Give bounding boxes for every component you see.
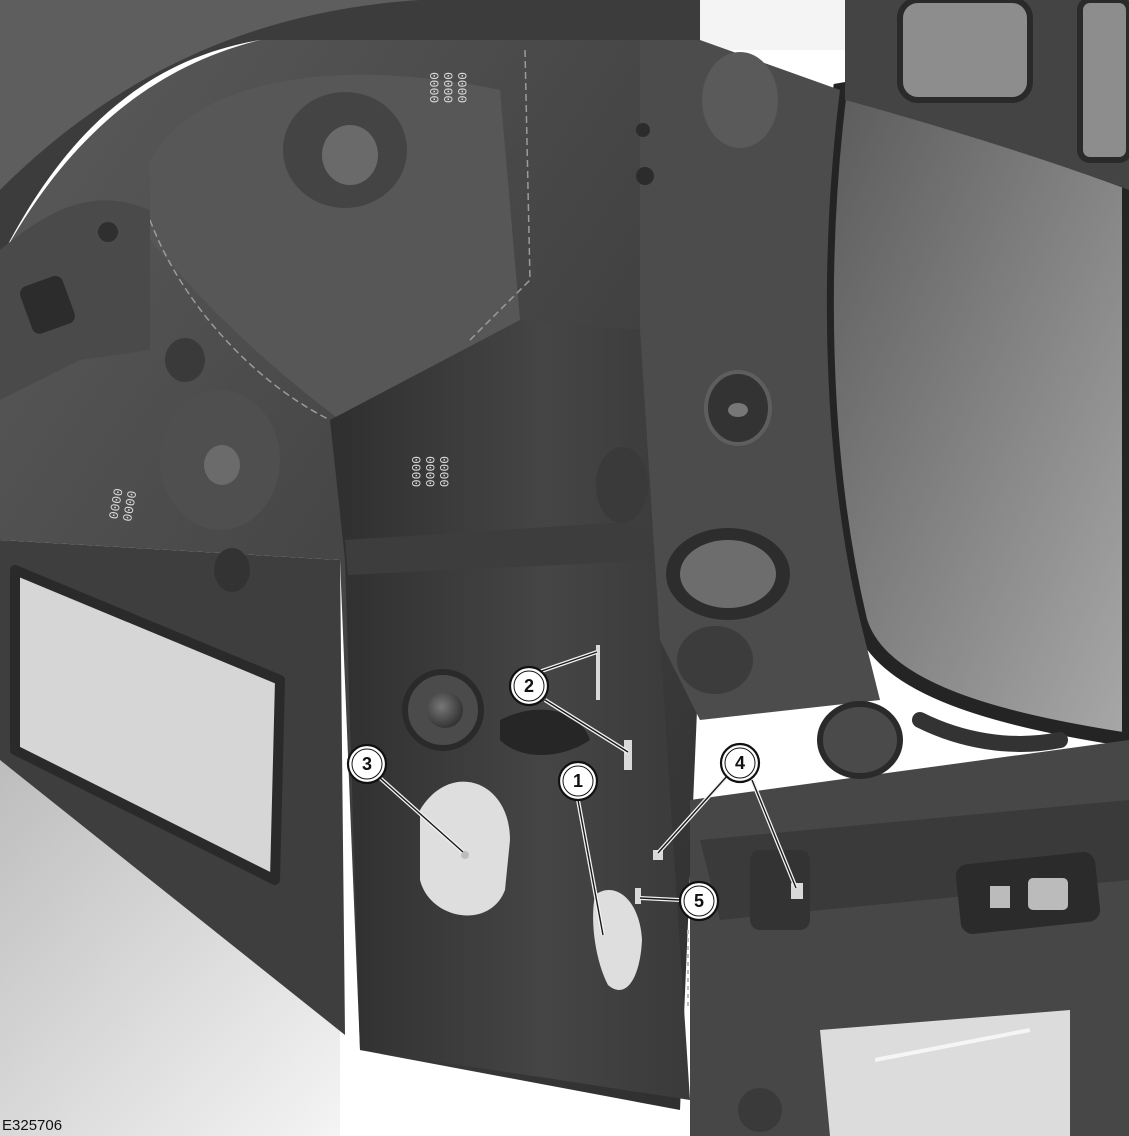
- lower-boss: [677, 626, 753, 694]
- svg-text:0000: 0000: [105, 487, 125, 520]
- oval-aperture: [680, 540, 776, 608]
- target-mark-2b: [624, 740, 632, 770]
- target-mark-2a: [596, 645, 600, 700]
- boss-left-lower: [214, 548, 250, 592]
- callout-5-label: 5: [694, 891, 704, 911]
- left-flange: [0, 200, 150, 400]
- member-hole-2: [636, 167, 654, 185]
- boss-left-upper: [165, 338, 205, 382]
- sill-highlight: [874, 1028, 1031, 1062]
- svg-text:0000: 0000: [119, 489, 139, 522]
- svg-text:0000: 0000: [440, 72, 455, 103]
- callout-4-label: 4: [735, 753, 745, 773]
- top-gap: [700, 0, 850, 50]
- slot-opening: [500, 709, 590, 755]
- wheel-arch-panel: [150, 74, 520, 420]
- callout-2: 2: [508, 665, 550, 707]
- callout-5: 5: [678, 880, 720, 922]
- drain-cutout: [593, 890, 642, 990]
- left-flange-slot: [20, 275, 75, 334]
- stamp-marking-left: 0000 0000: [105, 487, 139, 523]
- stamp-marking-upper: 0000 0000 0000: [426, 72, 469, 103]
- target-mark-5: [635, 888, 641, 904]
- roof-edge-shape: [0, 0, 700, 260]
- target-mark-4a: [653, 850, 663, 860]
- callout-4: 4: [719, 742, 761, 784]
- wheel-arch-hole: [322, 125, 378, 185]
- callout-2-label: 2: [524, 676, 534, 696]
- sill-cutout: [820, 1010, 1070, 1136]
- member-hole-1: [636, 123, 650, 137]
- sill-pocket-tab-2: [1028, 878, 1068, 910]
- seam-line: [469, 49, 531, 341]
- grommet-hole-center: [427, 692, 463, 728]
- sill-lower-boss: [738, 1088, 782, 1132]
- member-boss-top: [702, 52, 778, 148]
- roof-highlight: [0, 0, 420, 190]
- floor-background: [0, 760, 340, 1136]
- member-boss-mid-hole: [728, 403, 748, 417]
- callout-3-label: 3: [362, 754, 372, 774]
- upper-right-window-2: [1077, 0, 1129, 163]
- seam-line-lower: [149, 219, 331, 421]
- sill-pocket-tab-1: [990, 886, 1010, 908]
- svg-text:0000: 0000: [426, 72, 441, 103]
- callout-3: 3: [346, 743, 388, 785]
- lower-oval-cutout: [420, 781, 510, 916]
- pillar-side-boss: [596, 447, 648, 523]
- svg-text:0000: 0000: [454, 72, 469, 103]
- pillar-ledge: [345, 520, 662, 575]
- sill-bracket: [750, 850, 810, 930]
- left-panel-cutout: [10, 565, 285, 885]
- svg-text:0000: 0000: [422, 456, 437, 487]
- boss-left-hole: [204, 445, 240, 485]
- target-mark-3: [461, 851, 469, 859]
- sill-slot: [912, 712, 1068, 752]
- upper-right-window: [897, 0, 1033, 103]
- stamp-marking-center: 0000 0000 0000: [408, 456, 451, 487]
- callout-1-label: 1: [573, 771, 583, 791]
- callout-1: 1: [557, 760, 599, 802]
- figure-id: E325706: [2, 1117, 63, 1134]
- left-flange-hole: [98, 222, 118, 242]
- svg-text:0000: 0000: [408, 456, 423, 487]
- central-pillar: [330, 320, 690, 1100]
- sill-boss: [817, 701, 903, 779]
- svg-text:0000: 0000: [436, 456, 451, 487]
